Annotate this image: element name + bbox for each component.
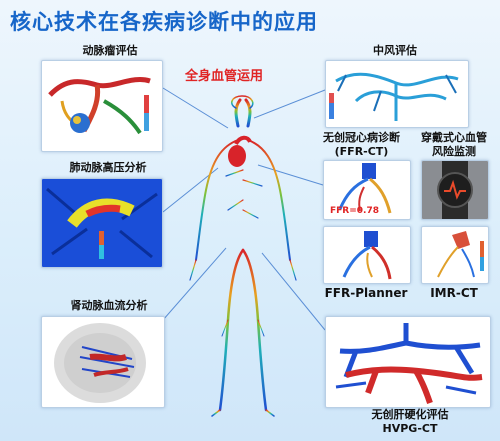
ffr-planner-image <box>342 231 392 280</box>
label-ffrct: 无创冠心病诊断 (FFR-CT) <box>314 131 409 159</box>
label-ffrct-line2: (FFR-CT) <box>334 145 389 158</box>
ffr-value: FFR=0.78 <box>330 206 379 216</box>
smartwatch-image <box>422 161 488 219</box>
label-stroke: 中风评估 <box>373 44 417 57</box>
imr-ct-image <box>437 231 484 278</box>
label-renal: 肾动脉血流分析 <box>70 299 148 312</box>
renal-flow-image <box>54 323 146 403</box>
label-wearable-line1: 穿戴式心血管 <box>421 131 487 144</box>
center-label: 全身血管运用 <box>185 69 264 84</box>
page-title: 核心技术在各疾病诊断中的应用 <box>10 10 318 34</box>
label-ffrct-line1: 无创冠心病诊断 <box>323 131 400 144</box>
aneurysm-vessel-image <box>48 77 151 135</box>
panel-stroke <box>325 60 469 128</box>
panel-pulmonary <box>41 178 163 268</box>
coronary-ffrct-image <box>338 163 392 214</box>
panel-ffrct: FFR=0.78 <box>323 160 411 220</box>
cerebral-vessels-image <box>329 72 459 121</box>
pulmonary-artery-image <box>42 179 162 267</box>
label-ffr-planner: FFR-Planner <box>324 286 408 300</box>
panel-ffr-planner <box>323 226 411 284</box>
label-wearable: 穿戴式心血管 风险监测 <box>412 131 496 159</box>
label-hvpg-line2: HVPG-CT <box>382 422 438 435</box>
panel-hvpg <box>325 316 491 408</box>
hepatic-vessels-image <box>335 323 483 404</box>
panel-aneurysm <box>41 60 163 152</box>
panel-imr-ct <box>421 226 489 284</box>
label-wearable-line2: 风险监测 <box>432 145 476 158</box>
panel-renal <box>41 316 165 408</box>
label-hvpg-line1: 无创肝硬化评估 <box>371 408 449 421</box>
label-hvpg: 无创肝硬化评估 HVPG-CT <box>355 408 465 436</box>
label-aneurysm: 动脉瘤评估 <box>82 44 138 57</box>
panel-wearable <box>421 160 489 220</box>
label-imr-ct: IMR-CT <box>430 286 478 300</box>
label-pulmonary: 肺动脉高压分析 <box>69 161 147 174</box>
